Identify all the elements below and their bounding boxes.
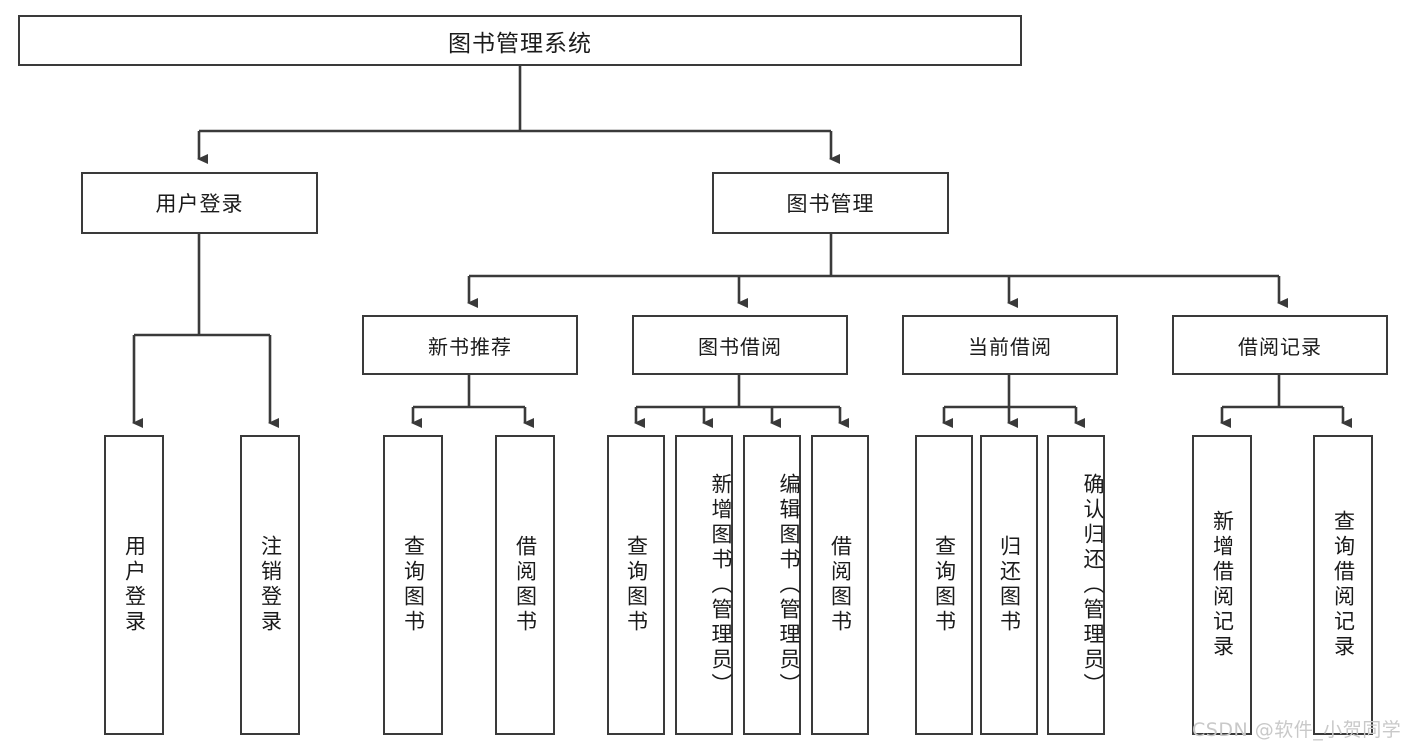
node-label: 新书推荐 [428,334,512,359]
node-leaf-query-borrow-record[interactable]: 查询借阅记录 [1313,435,1373,735]
node-root-system[interactable]: 图书管理系统 [18,15,1022,66]
node-label: 图书借阅 [698,334,782,359]
node-label: 借阅记录 [1238,334,1322,359]
node-current-borrow[interactable]: 当前借阅 [902,315,1118,375]
node-leaf-add-book-admin[interactable]: 新增图书（管理员） [675,435,733,735]
node-label: 用户登录 [122,535,147,635]
node-leaf-query-book-recommend[interactable]: 查询图书 [383,435,443,735]
node-leaf-borrow-book[interactable]: 借阅图书 [811,435,869,735]
node-book-manage[interactable]: 图书管理 [712,172,949,234]
node-book-borrow[interactable]: 图书借阅 [632,315,848,375]
node-label: 编辑图书（管理员） [777,472,801,698]
node-label: 查询图书 [624,535,649,635]
node-leaf-query-book-current[interactable]: 查询图书 [915,435,973,735]
node-label: 查询借阅记录 [1331,510,1356,660]
node-label: 查询图书 [932,535,957,635]
node-borrow-record[interactable]: 借阅记录 [1172,315,1388,375]
node-label: 借阅图书 [513,535,538,635]
node-label: 用户登录 [155,192,244,216]
node-leaf-user-login[interactable]: 用户登录 [104,435,164,735]
node-label: 当前借阅 [968,334,1052,359]
node-leaf-edit-book-admin[interactable]: 编辑图书（管理员） [743,435,801,735]
node-leaf-logout[interactable]: 注销登录 [240,435,300,735]
node-leaf-confirm-return-admin[interactable]: 确认归还（管理员） [1047,435,1105,735]
node-new-book-recommend[interactable]: 新书推荐 [362,315,578,375]
node-label: 图书管理系统 [448,30,592,57]
node-leaf-query-book-borrow[interactable]: 查询图书 [607,435,665,735]
node-label: 查询图书 [401,535,426,635]
node-label: 图书管理 [786,192,875,216]
node-label: 借阅图书 [828,535,853,635]
node-label: 归还图书 [997,535,1022,635]
csdn-watermark: CSDN @软件_小贺同学 [1192,719,1402,741]
node-label: 注销登录 [258,535,283,635]
node-label: 新增图书（管理员） [709,472,733,698]
node-user-login[interactable]: 用户登录 [81,172,318,234]
node-leaf-borrow-book-recommend[interactable]: 借阅图书 [495,435,555,735]
node-label: 确认归还（管理员） [1081,472,1105,698]
node-leaf-return-book[interactable]: 归还图书 [980,435,1038,735]
node-leaf-add-borrow-record[interactable]: 新增借阅记录 [1192,435,1252,735]
node-label: 新增借阅记录 [1210,510,1235,660]
